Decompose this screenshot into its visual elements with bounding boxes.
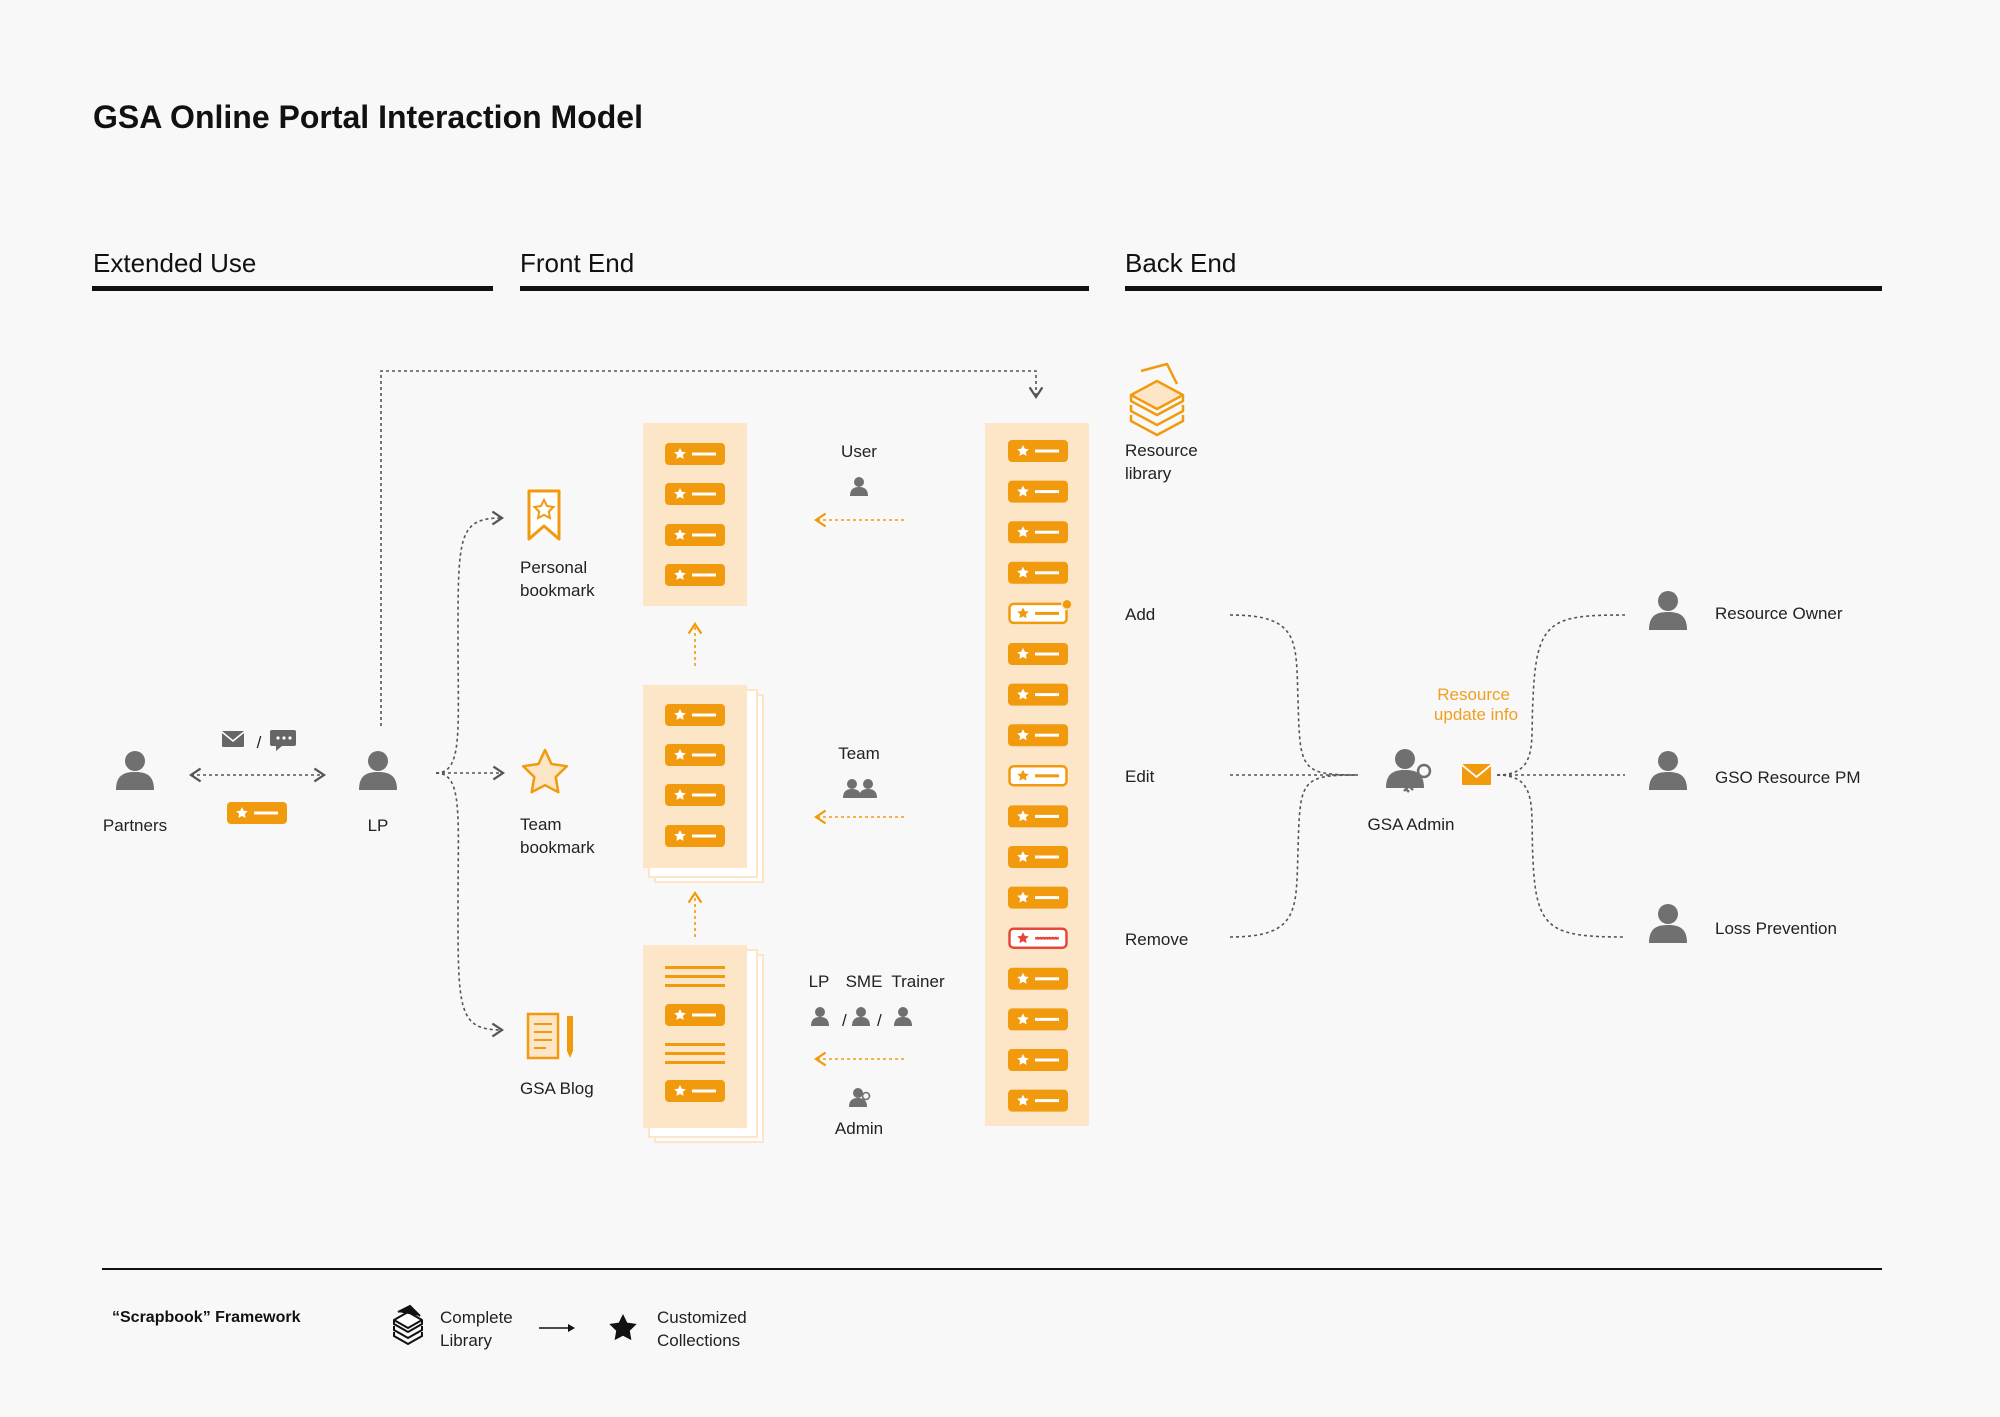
library-card-item	[1008, 1089, 1068, 1112]
library-card-new	[1008, 598, 1073, 625]
customized-collections-label: Customized Collections	[657, 1308, 752, 1350]
library-card-item	[1008, 643, 1068, 665]
blog-icon	[526, 1012, 573, 1060]
library-card-item	[1008, 1049, 1068, 1071]
envelope-icon	[1461, 764, 1492, 785]
collection-card	[665, 564, 725, 586]
user-person-icon	[850, 477, 868, 496]
gso-pm-person-icon	[1649, 751, 1687, 790]
library-card-item	[1008, 561, 1068, 584]
contributor-person-icon	[894, 1007, 912, 1026]
contributor-person-icon	[852, 1007, 870, 1026]
team-group-icon	[843, 779, 877, 798]
collection-card	[665, 825, 725, 847]
gsa-admin-label: GSA Admin	[1368, 815, 1455, 834]
framework-label: “Scrapbook” Framework	[112, 1309, 301, 1326]
star-icon	[609, 1314, 637, 1341]
lp-person-icon	[359, 751, 397, 790]
shared-card-icon	[227, 802, 287, 824]
collection-card	[665, 704, 725, 726]
to-resource-owner-connector	[1496, 614, 1626, 776]
complete-library-label: Complete Library	[440, 1308, 518, 1350]
mail-icon	[221, 731, 245, 747]
blog-text-lines	[665, 1043, 725, 1064]
lp-to-personal-connector	[435, 510, 505, 774]
library-card-item	[1008, 1008, 1068, 1031]
right-arrow-icon	[539, 1324, 575, 1332]
contributor-person-icon	[811, 1007, 829, 1026]
library-card-item	[1008, 440, 1068, 462]
resource-owner-label: Resource Owner	[1715, 604, 1843, 623]
contributor-lp-label: LP	[809, 972, 830, 991]
action-remove-label: Remove	[1125, 930, 1188, 949]
library-card-item	[1008, 967, 1068, 990]
partners-person-icon	[116, 751, 154, 790]
library-stack-icon	[393, 1304, 423, 1346]
page-title: GSA Online Portal Interaction Model	[93, 99, 643, 135]
library-card-draft	[1008, 765, 1068, 787]
library-card-item	[1008, 805, 1068, 828]
action-edit-label: Edit	[1125, 767, 1155, 786]
gso-pm-label: GSO Resource PM	[1715, 768, 1861, 787]
library-card-item	[1008, 683, 1068, 706]
team-bookmark-label: Team bookmark	[520, 815, 595, 857]
blog-text-lines	[665, 966, 725, 987]
lp-to-library-connector	[380, 370, 1044, 726]
collection-card	[665, 443, 725, 465]
loss-prevention-label: Loss Prevention	[1715, 919, 1837, 938]
new-item-dot	[1061, 598, 1073, 611]
resource-library-label: Resource library	[1125, 441, 1203, 483]
partners-label: Partners	[103, 816, 167, 835]
collection-card	[665, 1004, 725, 1026]
team-label: Team	[838, 744, 880, 763]
star-icon	[521, 748, 569, 794]
lp-label: LP	[368, 816, 389, 835]
to-loss-prevention-connector	[1496, 774, 1626, 938]
section-underline	[520, 286, 1089, 291]
library-card-item	[1008, 886, 1068, 909]
admin-label: Admin	[835, 1119, 883, 1138]
stack-icon	[1129, 362, 1185, 437]
bookmark-icon	[527, 489, 561, 541]
chat-icon	[270, 730, 296, 751]
admin-key-icon	[849, 1088, 871, 1107]
legend-divider	[102, 1268, 1882, 1270]
library-card-item	[1008, 480, 1068, 503]
library-card-removed	[1008, 927, 1068, 949]
resource-update-info-label: Resource update info	[1434, 685, 1518, 724]
section-front-end: Front End	[520, 248, 634, 278]
library-card-item	[1008, 521, 1068, 544]
admin-key-icon	[1386, 749, 1432, 793]
gsa-blog-label: GSA Blog	[520, 1079, 594, 1098]
personal-bookmark-label: Personal bookmark	[520, 558, 595, 600]
library-card-item	[1008, 846, 1068, 868]
collection-card	[665, 744, 725, 766]
add-connector	[1229, 614, 1359, 776]
library-card-item	[1008, 724, 1068, 747]
lp-to-blog-connector	[435, 772, 505, 1038]
collection-card	[665, 483, 725, 505]
section-underline	[92, 286, 493, 291]
collection-card	[665, 524, 725, 546]
section-back-end: Back End	[1125, 248, 1236, 278]
action-add-label: Add	[1125, 605, 1155, 624]
contributor-trainer-label: Trainer	[891, 972, 945, 991]
library-item-list	[1008, 440, 1073, 1112]
section-underline	[1125, 286, 1882, 291]
collection-card	[665, 784, 725, 806]
user-label: User	[841, 442, 877, 461]
channel-separator: /	[257, 733, 262, 752]
section-extended-use: Extended Use	[93, 248, 256, 278]
contributor-separator: /	[877, 1011, 882, 1030]
contributor-separator: /	[842, 1011, 847, 1030]
contributor-sme-label: SME	[846, 972, 883, 991]
resource-owner-person-icon	[1649, 591, 1687, 630]
loss-prevention-person-icon	[1649, 904, 1687, 943]
remove-connector	[1229, 774, 1359, 938]
collection-card	[665, 1080, 725, 1102]
